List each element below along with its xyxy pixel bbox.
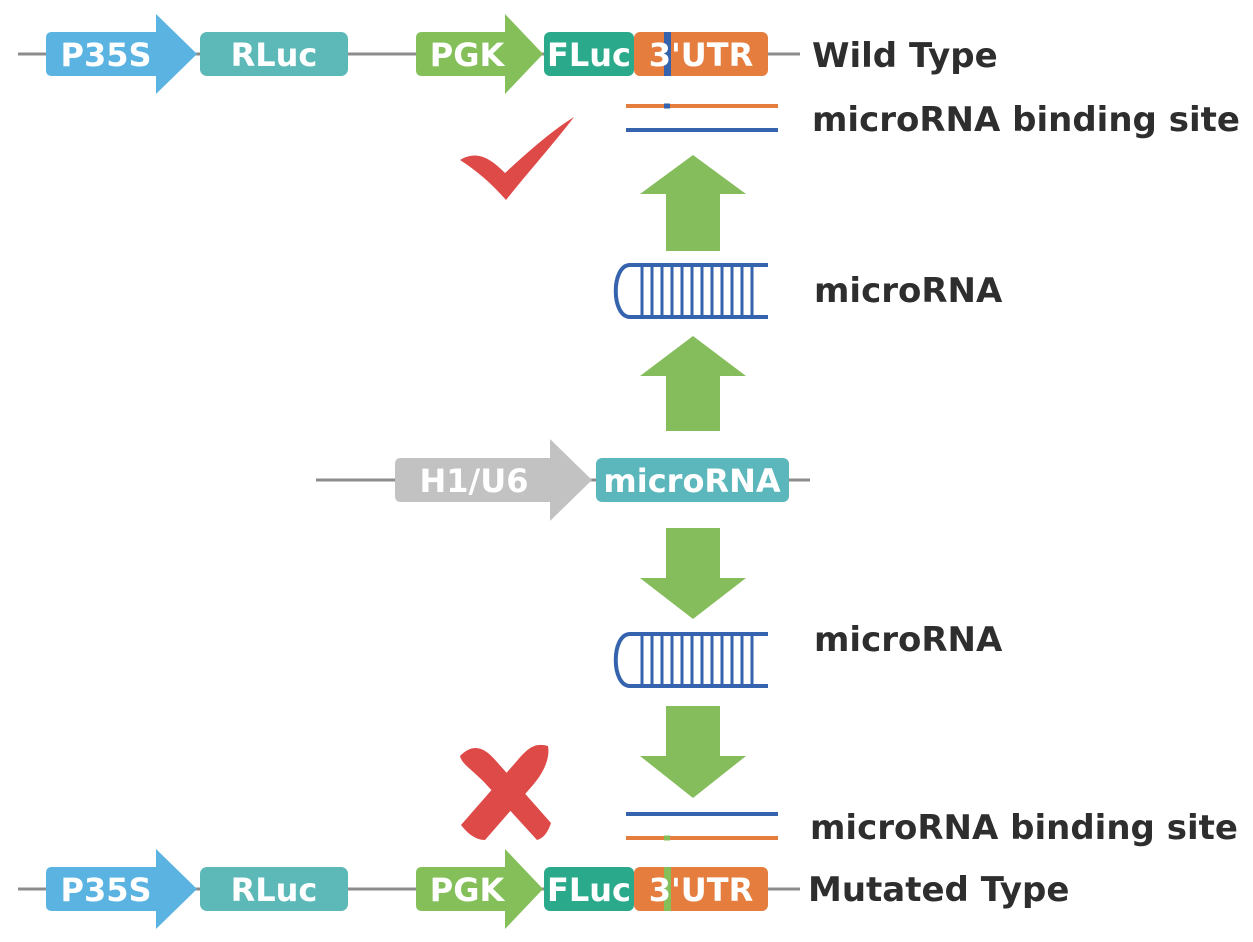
bottom-rluc-label: RLuc	[231, 871, 318, 909]
check-mark-icon	[460, 117, 574, 200]
mutated-type-construct: P35S RLuc PGK FLuc 3'UTR Mutated Type	[18, 849, 1069, 929]
mirna-gene-block: microRNA	[596, 458, 789, 502]
mutated-type-label: Mutated Type	[808, 870, 1069, 910]
top-rluc-gene: RLuc	[200, 32, 348, 76]
h1u6-promoter: H1/U6	[395, 439, 592, 521]
wild-type-label: Wild Type	[812, 36, 998, 76]
cross-mark-icon	[460, 744, 551, 840]
bottom-utr-label: 3'UTR	[649, 871, 754, 909]
top-pgk-promoter: PGK	[416, 14, 543, 94]
bottom-fluc-label: FLuc	[547, 871, 631, 909]
hairpin-rna-icon-top	[613, 263, 768, 319]
hairpin-rna-icon-bottom	[613, 632, 768, 688]
bottom-p35s-promoter: P35S	[46, 849, 197, 929]
mirna-label-top: microRNA	[814, 271, 1003, 311]
down-arrow-upper-icon	[640, 528, 746, 619]
bottom-rluc-gene: RLuc	[200, 867, 348, 911]
mirna-gene-label: microRNA	[603, 462, 780, 500]
top-binding-site-label: microRNA binding site	[812, 100, 1240, 140]
top-fluc-gene: FLuc	[544, 32, 634, 76]
top-utr-site-marker	[664, 32, 671, 76]
top-pgk-label: PGK	[430, 36, 506, 74]
bottom-utr-site-marker	[664, 867, 671, 911]
wild-type-construct: P35S RLuc PGK FLuc 3'UTR Wild Type	[18, 14, 998, 94]
bottom-fluc-gene: FLuc	[544, 867, 634, 911]
bottom-3utr-region: 3'UTR	[634, 867, 768, 911]
down-arrow-lower-icon	[640, 706, 746, 798]
mirna-expression-cassette: H1/U6 microRNA	[316, 439, 810, 521]
top-p35s-promoter: P35S	[46, 14, 197, 94]
up-arrow-lower-icon	[640, 336, 746, 431]
top-binding-site: microRNA binding site	[626, 100, 1240, 140]
bottom-p35s-label: P35S	[60, 871, 151, 909]
bottom-pgk-label: PGK	[430, 871, 506, 909]
h1u6-label: H1/U6	[420, 462, 529, 500]
up-arrow-upper-icon	[640, 155, 746, 251]
top-rluc-label: RLuc	[231, 36, 318, 74]
bottom-binding-site: microRNA binding site	[626, 808, 1238, 848]
bottom-pgk-promoter: PGK	[416, 849, 543, 929]
mirna-label-bottom: microRNA	[814, 620, 1003, 660]
top-3utr-region: 3'UTR	[634, 32, 768, 76]
bottom-binding-site-label: microRNA binding site	[810, 808, 1238, 848]
top-fluc-label: FLuc	[547, 36, 631, 74]
top-p35s-label: P35S	[60, 36, 151, 74]
top-utr-label: 3'UTR	[649, 36, 754, 74]
